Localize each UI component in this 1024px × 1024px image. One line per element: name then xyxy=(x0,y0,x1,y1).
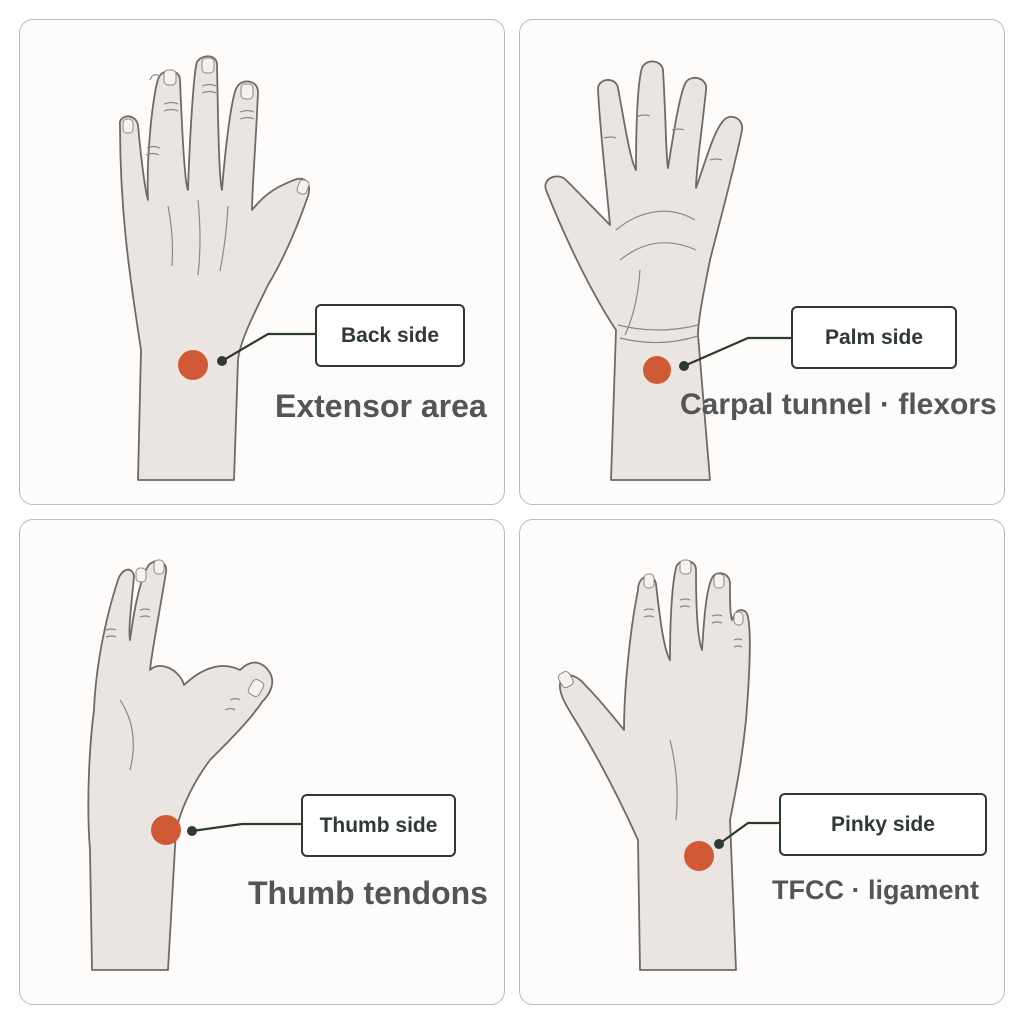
back-side-callout: Back side xyxy=(315,304,465,367)
extensor-area-label: Extensor area xyxy=(275,388,487,424)
pinky-side-hand-illustration xyxy=(557,559,782,971)
panel-back-side: Back side Extensor area xyxy=(19,19,505,505)
palm-hand-illustration xyxy=(544,60,792,481)
panel-thumb-side: Thumb side Thumb tendons xyxy=(19,519,505,1005)
pinky-side-callout: Pinky side xyxy=(779,793,987,856)
back-hand-illustration xyxy=(119,55,316,481)
thumb-tendons-label: Thumb tendons xyxy=(248,875,488,911)
thumb-side-hand-illustration xyxy=(87,559,302,971)
thumb-side-callout: Thumb side xyxy=(301,794,456,857)
panel-pinky-side: Pinky side TFCC · ligament xyxy=(519,519,1005,1005)
panel-palm-side: Palm side Carpal tunnel · flexors xyxy=(519,19,1005,505)
carpal-tunnel-flexors-label: Carpal tunnel · flexors xyxy=(680,388,997,421)
tfcc-ligament-label: TFCC · ligament xyxy=(772,875,979,905)
palm-side-callout: Palm side xyxy=(791,306,957,369)
